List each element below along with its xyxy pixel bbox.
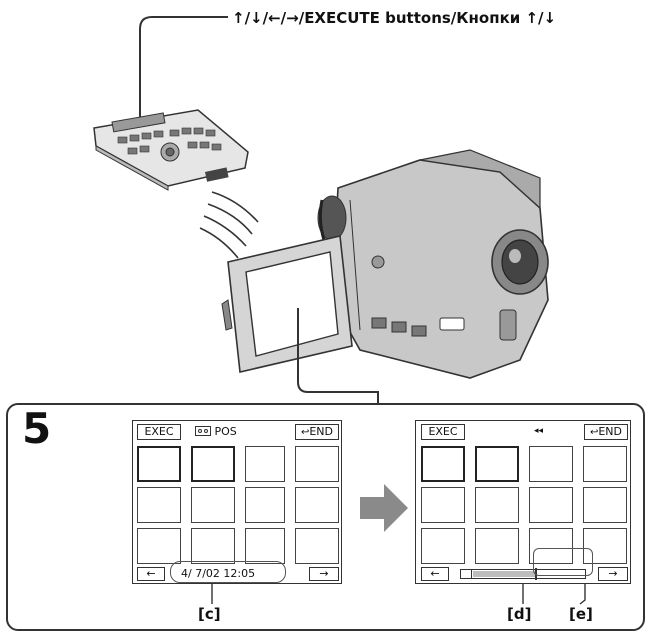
step-number: 5 [22, 404, 52, 453]
thumbnail-cell-10[interactable] [191, 528, 235, 564]
header-label: ↑/↓/←/→/EXECUTE buttons/Кнопки ↑/↓ [232, 9, 557, 27]
end-label-right: END [598, 425, 623, 438]
exec-button-right[interactable]: EXEC [421, 424, 465, 440]
end-label-left: END [309, 425, 334, 438]
cassette-icon [462, 570, 472, 578]
thumbnail-cell-2[interactable] [191, 446, 235, 482]
right-arrow-button-right[interactable]: → [598, 567, 628, 581]
thumbnail-cell-12[interactable] [583, 528, 627, 564]
thumbnail-cell-7[interactable] [245, 487, 285, 523]
thumbnail-cell-11[interactable] [245, 528, 285, 564]
callout-c: [c] [198, 605, 221, 623]
thumbnail-cell-2[interactable] [475, 446, 519, 482]
lcd-panel [221, 235, 353, 373]
thumbnail-cell-1[interactable] [421, 446, 465, 482]
thumbnail-cell-11[interactable] [529, 528, 573, 564]
thumbnail-cell-4[interactable] [295, 446, 339, 482]
thumbnail-cell-8[interactable] [583, 487, 627, 523]
thumbnail-cell-7[interactable] [529, 487, 573, 523]
thumbnail-cell-9[interactable] [137, 528, 181, 564]
end-button-right[interactable]: ↩END [584, 424, 628, 440]
thumbnail-cell-1[interactable] [137, 446, 181, 482]
thumbnail-cell-12[interactable] [295, 528, 339, 564]
date-highlight [170, 561, 286, 583]
screen-right: EXEC ◂◂ ↩END ← → [415, 420, 631, 584]
illustration [93, 16, 549, 403]
return-icon: ↩ [589, 427, 599, 438]
leader-line-lcd [297, 308, 379, 403]
thumbnail-cell-3[interactable] [245, 446, 285, 482]
screen-left: EXEC POS ↩END ← 4/ 7/02 12:05 → [132, 420, 342, 584]
callout-e: [e] [569, 605, 593, 623]
thumbnail-cell-6[interactable] [475, 487, 519, 523]
thumbnail-cell-3[interactable] [529, 446, 573, 482]
thumbnail-cell-9[interactable] [421, 528, 465, 564]
tape-end-highlight [533, 548, 593, 576]
leader-line-remote [139, 16, 228, 128]
thumbnail-cell-10[interactable] [475, 528, 519, 564]
thumbnail-cell-5[interactable] [421, 487, 465, 523]
remote-control [93, 109, 249, 191]
thumbnail-cell-5[interactable] [137, 487, 181, 523]
left-arrow-button-left[interactable]: ← [137, 567, 165, 581]
tape-position-fill [473, 571, 535, 577]
step-panel [6, 403, 645, 631]
right-arrow-button-left[interactable]: → [309, 567, 339, 581]
thumbnail-cell-8[interactable] [295, 487, 339, 523]
callout-d: [d] [507, 605, 532, 623]
thumbnail-cell-6[interactable] [191, 487, 235, 523]
left-arrow-button-right[interactable]: ← [421, 567, 449, 581]
return-icon: ↩ [300, 427, 310, 438]
cassette-icon [195, 426, 211, 436]
signal-waves [199, 191, 259, 259]
pos-label: POS [214, 425, 237, 438]
exec-button-left[interactable]: EXEC [137, 424, 181, 440]
thumbnail-cell-4[interactable] [583, 446, 627, 482]
pos-label-group: POS [195, 425, 237, 438]
date-display: 4/ 7/02 12:05 [181, 567, 256, 580]
end-button-left[interactable]: ↩END [295, 424, 339, 440]
rewind-symbol: ◂◂ [534, 426, 544, 436]
